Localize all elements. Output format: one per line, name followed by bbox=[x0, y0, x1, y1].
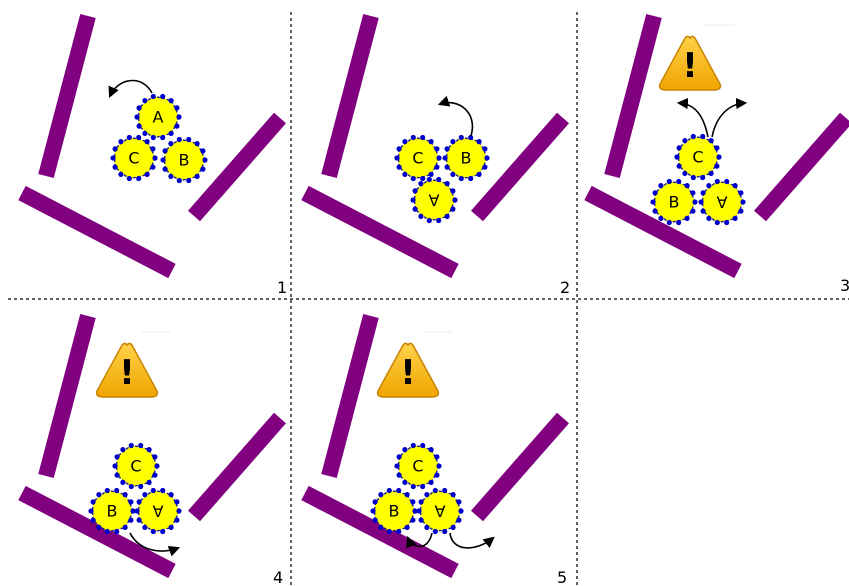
gear-c: C bbox=[110, 134, 158, 182]
gear-label: B bbox=[389, 502, 400, 521]
curved-arrow-icon bbox=[449, 532, 495, 549]
wall-left bbox=[38, 13, 96, 179]
panel-1: A C B 1 bbox=[18, 13, 287, 297]
gear-c: C bbox=[394, 134, 442, 182]
gear-label: C bbox=[128, 149, 139, 168]
svg-text:!: ! bbox=[400, 353, 416, 393]
panel-number: 1 bbox=[277, 278, 287, 297]
svg-text:!: ! bbox=[682, 46, 698, 86]
wall-left bbox=[321, 13, 379, 179]
gear-a: A bbox=[134, 93, 182, 141]
panel-number: 3 bbox=[840, 276, 849, 295]
wall-right bbox=[470, 112, 570, 222]
curved-arrow-icon bbox=[406, 532, 433, 549]
panel-number: 5 bbox=[557, 568, 567, 586]
gear-label: B bbox=[461, 149, 472, 168]
panel-2: C B A 2 bbox=[301, 13, 570, 297]
gear-c: C bbox=[394, 442, 442, 490]
gear-label: B bbox=[669, 193, 680, 212]
wall-right bbox=[187, 412, 287, 522]
gear-label: C bbox=[692, 148, 703, 167]
gear-c: C bbox=[674, 133, 722, 181]
gear-label: B bbox=[179, 151, 190, 170]
wall-left bbox=[604, 13, 662, 179]
gear-label: A bbox=[152, 502, 163, 521]
panel-4: C B A! 4 bbox=[18, 313, 287, 586]
warning-triangle-icon: ! bbox=[376, 331, 452, 398]
gear-label: B bbox=[107, 502, 118, 521]
gear-c: C bbox=[112, 442, 160, 490]
wall-bottom bbox=[18, 185, 176, 279]
gear-b: B bbox=[88, 487, 136, 535]
gear-a: A bbox=[698, 178, 746, 226]
warning-triangle-icon: ! bbox=[95, 331, 171, 398]
gear-label: A bbox=[153, 108, 164, 127]
curved-arrow-icon bbox=[711, 97, 748, 138]
panel-5: C B A! 5 bbox=[301, 313, 570, 586]
curved-arrow-icon bbox=[129, 532, 181, 557]
wall-bottom bbox=[301, 485, 459, 579]
wall-left bbox=[38, 313, 96, 479]
panel-number: 2 bbox=[560, 278, 570, 297]
gear-label: A bbox=[428, 191, 439, 210]
gear-a: A bbox=[134, 487, 182, 535]
svg-text:!: ! bbox=[119, 353, 135, 393]
gear-b: B bbox=[370, 487, 418, 535]
wall-right bbox=[470, 412, 570, 522]
wall-right bbox=[753, 112, 849, 222]
wall-left bbox=[321, 313, 379, 479]
curved-arrow-icon bbox=[676, 97, 709, 138]
gear-label: A bbox=[434, 502, 445, 521]
curved-arrow-icon bbox=[108, 79, 153, 99]
gear-b: B bbox=[650, 178, 698, 226]
gear-label: A bbox=[716, 193, 727, 212]
gear-b: B bbox=[160, 136, 208, 184]
warning-triangle-icon: ! bbox=[658, 24, 734, 91]
gear-b: B bbox=[442, 134, 490, 182]
wall-bottom bbox=[584, 185, 742, 279]
gear-label: C bbox=[130, 457, 141, 476]
gear-label: C bbox=[412, 149, 423, 168]
gear-a: A bbox=[416, 487, 464, 535]
panel-3: C B A! 3 bbox=[584, 13, 849, 295]
wall-bottom bbox=[18, 485, 176, 579]
panel-number: 4 bbox=[273, 568, 283, 586]
wall-bottom bbox=[301, 185, 459, 279]
gear-label: C bbox=[412, 457, 423, 476]
wall-right bbox=[187, 112, 287, 222]
gear-a: A bbox=[410, 176, 458, 224]
curved-arrow-icon bbox=[437, 95, 474, 137]
